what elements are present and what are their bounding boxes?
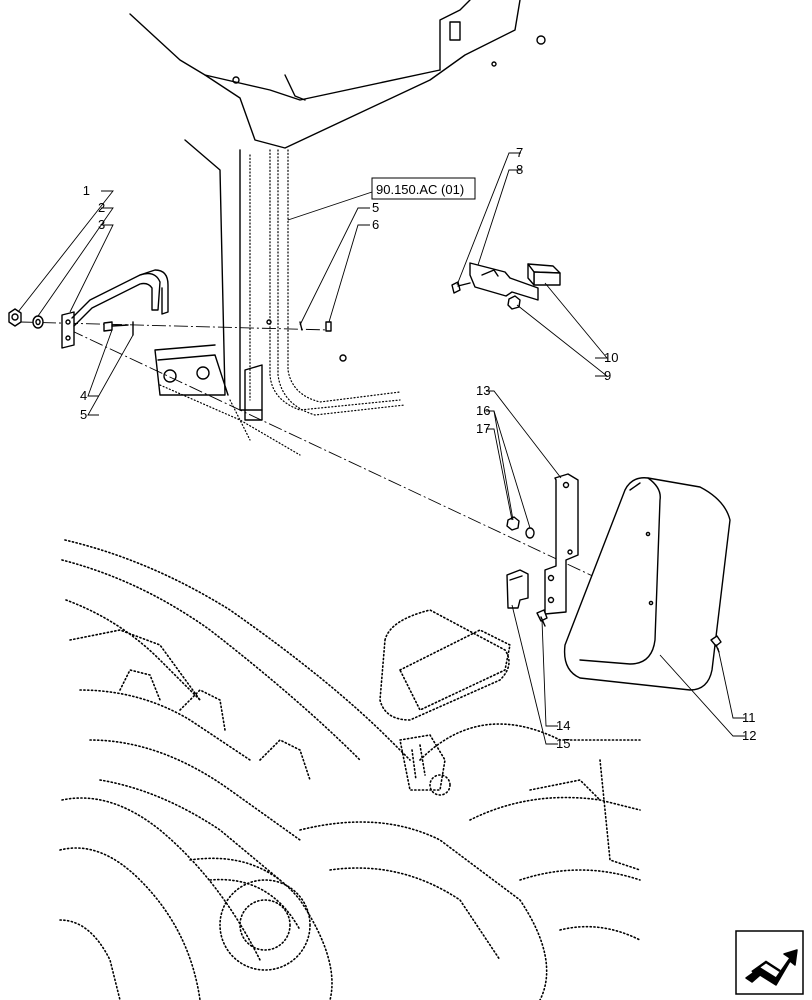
screw-part-11 — [710, 635, 722, 653]
assembly-centerline-diagonal — [69, 329, 651, 604]
callout-7: 7 — [516, 145, 523, 160]
smv-emblem-assembly — [506, 473, 731, 691]
callout-6: 6 — [372, 217, 379, 232]
callout-17: 17 — [476, 421, 490, 436]
rear-tyre-and-fender — [59, 539, 641, 1000]
bracket-part-13 — [544, 473, 579, 615]
callout-15: 15 — [556, 736, 570, 751]
callout-5-left: 5 — [80, 407, 87, 422]
bracket-part-3 — [61, 269, 169, 349]
callout-10: 10 — [604, 350, 618, 365]
upper-right-bracket-assembly — [451, 262, 561, 310]
cab-structure — [129, 0, 546, 421]
callout-9: 9 — [604, 368, 611, 383]
bolt-part-4 — [103, 321, 129, 332]
leader-lines — [17, 152, 745, 745]
callout-2: 2 — [98, 200, 105, 215]
callout-8: 8 — [516, 162, 523, 177]
callout-3: 3 — [98, 217, 105, 232]
rubber-pad-part-10 — [527, 263, 561, 286]
bracket-part-15 — [506, 569, 529, 609]
clip-part-6 — [325, 321, 332, 332]
callout-5-right: 5 — [372, 200, 379, 215]
washer-part-2 — [32, 315, 44, 329]
nut-part-9 — [507, 295, 521, 310]
smv-triangle-part-12 — [563, 477, 731, 691]
reference-label: 90.150.AC (01) — [376, 182, 464, 197]
callout-12: 12 — [742, 728, 756, 743]
callout-13: 13 — [476, 383, 490, 398]
callout-1: 1 — [83, 183, 90, 198]
callout-14: 14 — [556, 718, 570, 733]
cab-pillar-wiring — [159, 149, 406, 456]
reference-link[interactable]: 90.150.AC (01) — [371, 177, 476, 200]
reference-leader — [287, 191, 373, 221]
callout-11: 11 — [742, 710, 756, 725]
next-page-arrow-icon[interactable] — [735, 930, 804, 995]
bolt-part-14 — [536, 609, 548, 627]
callout-labels: 1 2 3 4 5 5 6 7 8 9 10 11 12 13 14 15 16… — [80, 145, 756, 751]
nut-part-1 — [8, 308, 22, 327]
callout-4: 4 — [80, 388, 87, 403]
nut-part-17 — [506, 516, 520, 531]
screw-part-7 — [451, 281, 471, 294]
washer-part-16 — [525, 527, 535, 539]
callout-16: 16 — [476, 403, 490, 418]
left-mounting-hardware — [8, 269, 332, 349]
